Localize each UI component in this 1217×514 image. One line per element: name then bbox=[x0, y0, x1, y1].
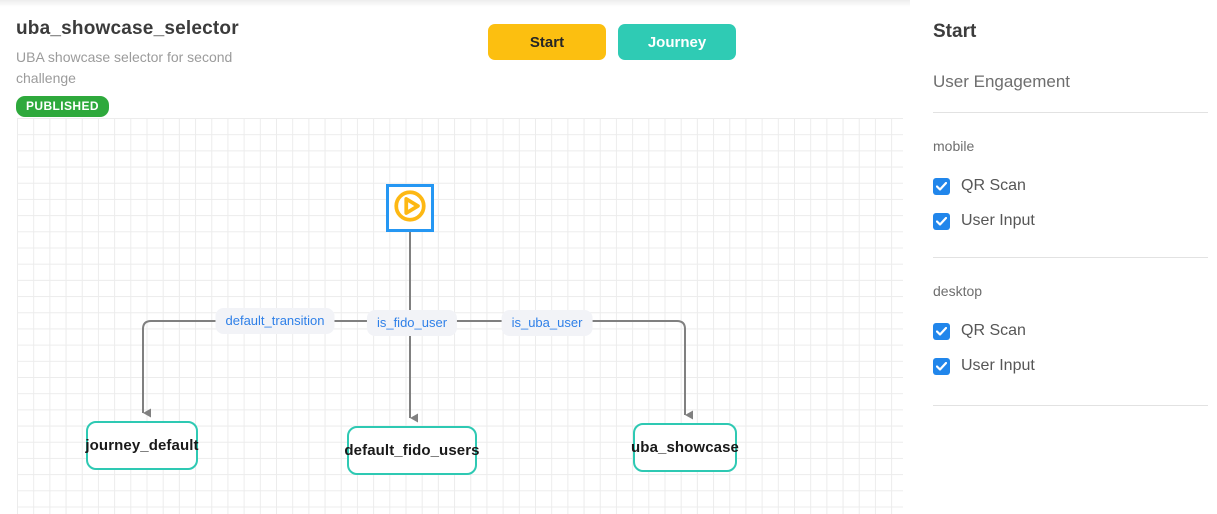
page-title: uba_showcase_selector bbox=[16, 18, 239, 39]
properties-sidebar: Start User Engagement mobile QR Scan Use… bbox=[910, 0, 1217, 514]
divider bbox=[933, 405, 1208, 406]
edge-label-is-fido-user[interactable]: is_fido_user bbox=[366, 310, 458, 336]
page-subtitle: UBA showcase selector for second challen… bbox=[16, 49, 233, 86]
flow-edges bbox=[142, 232, 693, 423]
start-node[interactable] bbox=[386, 184, 434, 232]
checkbox-checked-icon[interactable] bbox=[933, 357, 950, 375]
section-label-desktop: desktop bbox=[933, 283, 983, 299]
node-journey-default[interactable]: journey_default bbox=[85, 421, 198, 470]
journey-palette-button[interactable]: Journey bbox=[618, 24, 736, 60]
divider bbox=[933, 257, 1208, 258]
checkbox-label: User Input bbox=[961, 357, 1035, 374]
divider bbox=[933, 112, 1208, 113]
node-default-fido-users[interactable]: default_fido_users bbox=[344, 426, 479, 475]
checkbox-row-mobile-user-input[interactable]: User Input bbox=[933, 212, 1208, 230]
status-badge: PUBLISHED bbox=[16, 96, 109, 117]
edge-label-default-transition[interactable]: default_transition bbox=[215, 308, 335, 334]
edge-label-is-uba-user[interactable]: is_uba_user bbox=[501, 310, 593, 336]
journey-header: uba_showcase_selector UBA showcase selec… bbox=[16, 18, 276, 117]
start-palette-button[interactable]: Start bbox=[488, 24, 606, 60]
section-label-mobile: mobile bbox=[933, 138, 975, 154]
checkbox-label: QR Scan bbox=[961, 177, 1026, 194]
node-uba-showcase[interactable]: uba_showcase bbox=[631, 423, 739, 472]
checkbox-row-desktop-user-input[interactable]: User Input bbox=[933, 357, 1208, 375]
checkbox-row-desktop-qr-scan[interactable]: QR Scan bbox=[933, 322, 1208, 340]
sidebar-title: Start bbox=[933, 21, 977, 42]
play-icon bbox=[390, 186, 430, 231]
checkbox-row-mobile-qr-scan[interactable]: QR Scan bbox=[933, 177, 1208, 195]
checkbox-checked-icon[interactable] bbox=[933, 212, 950, 230]
sidebar-subtitle: User Engagement bbox=[933, 72, 1071, 91]
flow-canvas[interactable]: default_transition is_fido_user is_uba_u… bbox=[17, 118, 903, 514]
checkbox-checked-icon[interactable] bbox=[933, 322, 950, 340]
checkbox-checked-icon[interactable] bbox=[933, 177, 950, 195]
checkbox-label: User Input bbox=[961, 212, 1035, 229]
checkbox-label: QR Scan bbox=[961, 322, 1026, 339]
